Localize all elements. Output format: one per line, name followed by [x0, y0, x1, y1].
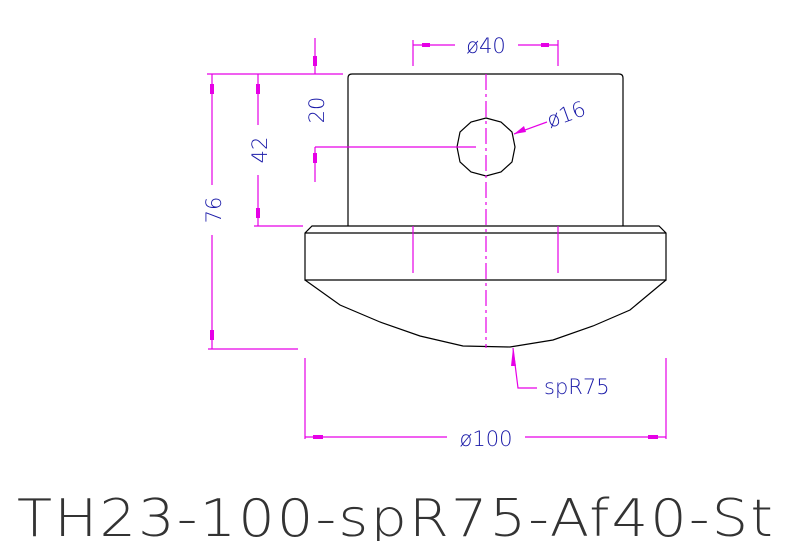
drawing-title: TH23-100-spR75-Af40-St	[17, 489, 775, 541]
dimension-hole-height: 20	[290, 38, 476, 182]
dimension-base-diameter: ø100	[304, 358, 667, 451]
dim-text-base-diameter: ø100	[460, 427, 513, 451]
dim-text-total-height: 76	[202, 197, 226, 224]
dim-text-hole-height: 20	[305, 97, 329, 124]
dim-text-top-diameter: ø40	[466, 34, 506, 58]
dimension-top-diameter: ø40	[412, 34, 559, 66]
dimension-spherical-radius: spR75	[511, 347, 610, 399]
center-lines	[412, 74, 559, 348]
dimension-upper-height: 42	[207, 73, 303, 227]
dim-text-upper-height: 42	[248, 137, 272, 164]
dimension-hole-diameter: ø16	[513, 97, 589, 135]
dim-text-hole-diameter: ø16	[544, 97, 589, 133]
dim-text-spherical-radius: spR75	[544, 375, 610, 399]
dimension-total-height: 76	[202, 74, 298, 350]
